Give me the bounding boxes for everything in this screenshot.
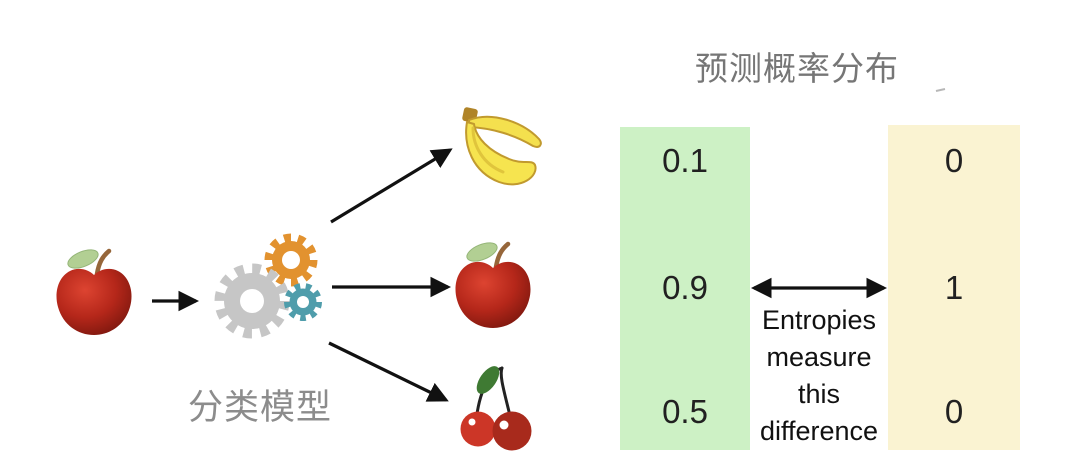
gear-teal-icon <box>284 283 322 321</box>
true-distribution-column <box>888 125 1020 450</box>
panel-title: 预测概率分布 <box>695 50 899 87</box>
output-apple-icon <box>456 239 531 328</box>
cherries-icon <box>460 366 532 451</box>
predicted-prob-value-apple: 0.9 <box>662 269 708 306</box>
true-prob-value-apple: 1 <box>944 269 964 306</box>
model-to-banana-arrow <box>330 148 453 224</box>
predicted-prob-value-cherries: 0.5 <box>662 393 708 430</box>
banana-icon <box>462 107 542 186</box>
entropy-annotation: Entropies measure this difference <box>759 305 879 446</box>
input-apple-icon <box>57 246 132 335</box>
gear-orange-icon <box>264 233 318 287</box>
predicted-prob-value-banana: 0.1 <box>662 142 708 179</box>
predicted-distribution-column <box>620 127 750 450</box>
gear-gray-icon <box>214 263 290 339</box>
true-prob-value-cherries: 0 <box>944 393 964 430</box>
gears-icon <box>214 233 322 339</box>
model-label: 分类模型 <box>188 388 333 427</box>
true-prob-value-banana: 0 <box>944 142 964 179</box>
